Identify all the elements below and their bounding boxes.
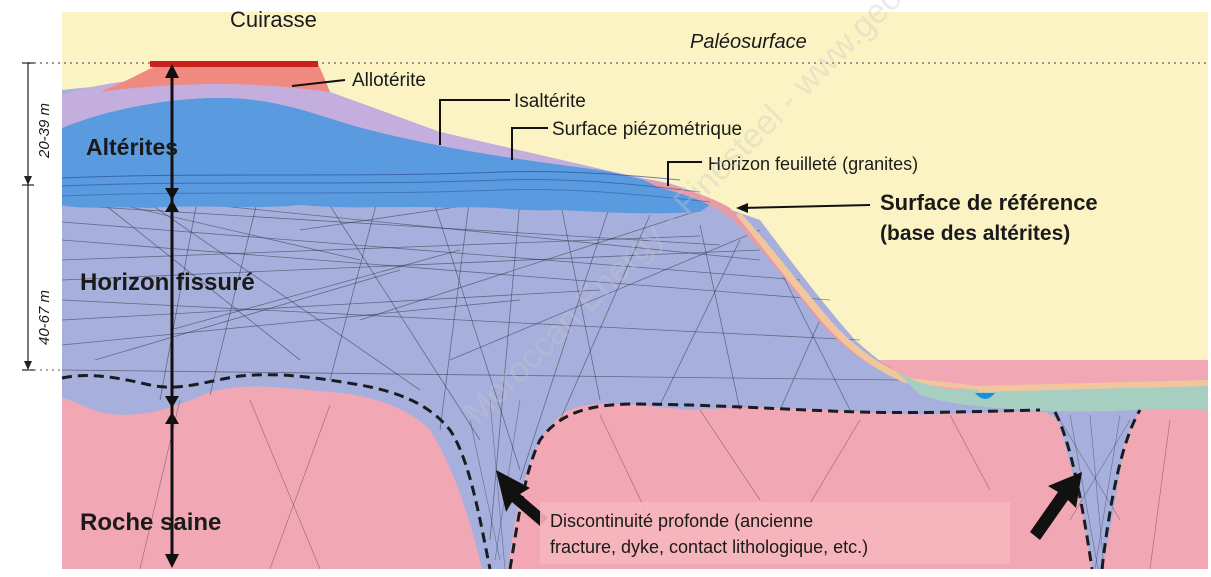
depth-label-bottom: 40-67 m xyxy=(36,290,53,345)
label-surface-piezometrique: Surface piézométrique xyxy=(552,119,742,140)
label-horizon-fissure: Horizon fissuré xyxy=(80,269,255,296)
label-alloterite: Allotérite xyxy=(352,70,426,91)
depth-label-top: 20-39 m xyxy=(36,103,53,159)
label-isalterite: Isaltérite xyxy=(514,91,586,112)
label-discontinuite-line2: fracture, dyke, contact lithologique, et… xyxy=(550,537,868,557)
label-surface-reference: Surface de référence xyxy=(880,190,1098,215)
label-alterites: Altérites xyxy=(86,134,178,160)
label-paleosurface: Paléosurface xyxy=(690,31,807,53)
label-roche-saine: Roche saine xyxy=(80,509,221,536)
cuirasse-crust xyxy=(150,61,318,67)
label-discontinuite-line1: Discontinuité profonde (ancienne xyxy=(550,511,813,531)
label-base-alterites: (base des altérites) xyxy=(880,222,1070,245)
label-cuirasse: Cuirasse xyxy=(230,7,317,32)
